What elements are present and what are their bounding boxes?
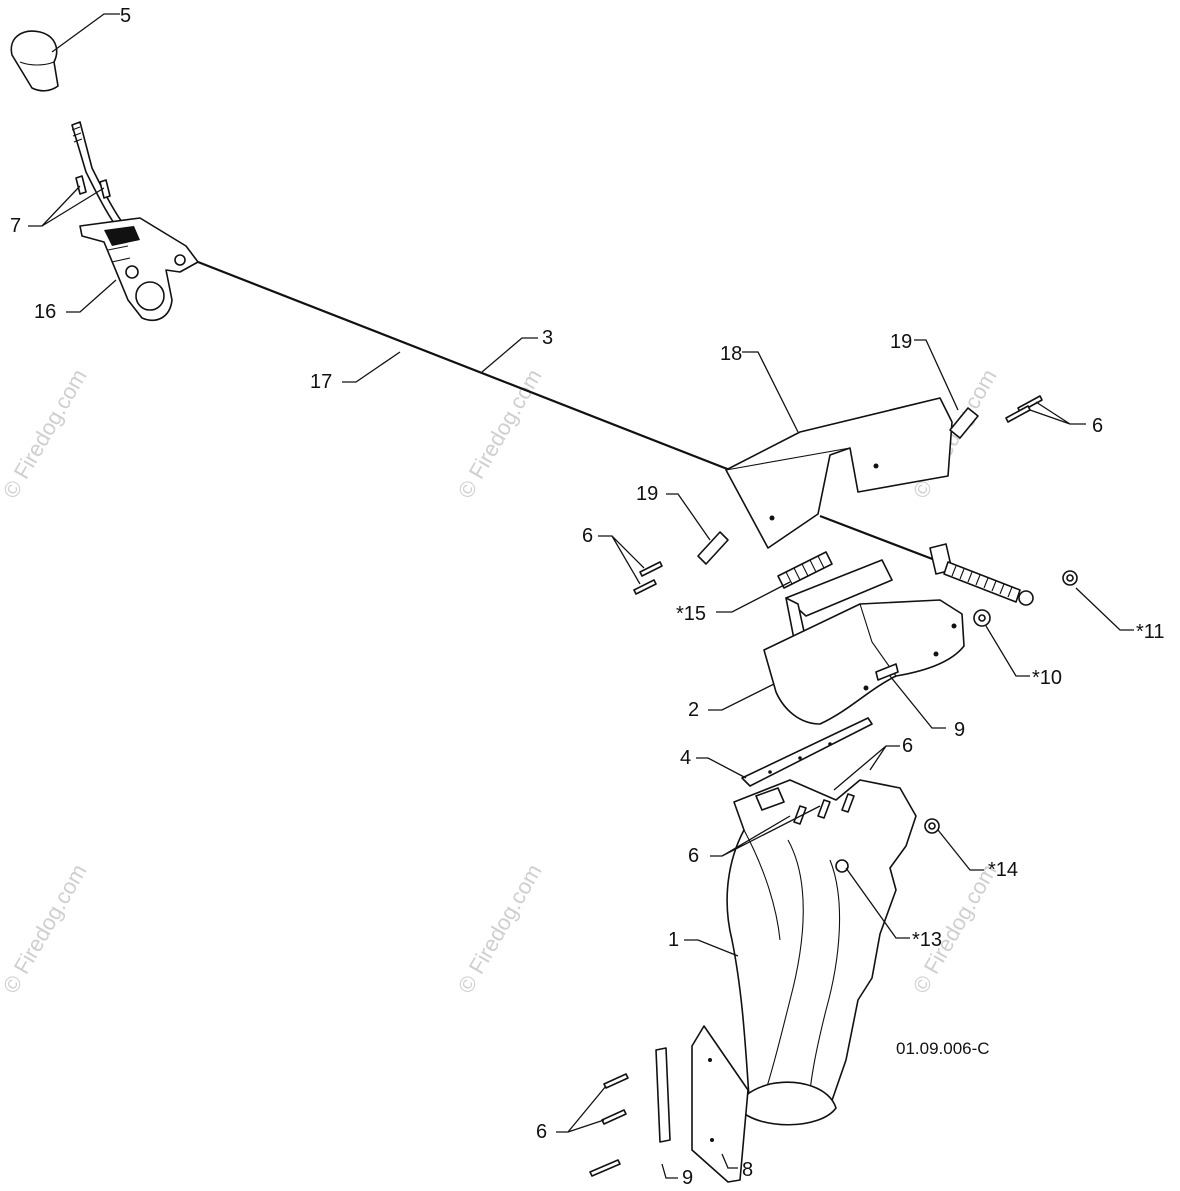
callout-2: 2 — [688, 699, 699, 721]
part-2-deflector — [763, 559, 965, 725]
callout-3: 3 — [542, 327, 553, 349]
watermark-center: © Firedog.com — [453, 365, 547, 503]
callout-1: 1 — [668, 929, 679, 951]
callout-10: 9 — [954, 719, 965, 741]
callout-6-upper-chute: 6 — [902, 735, 913, 757]
callout-7: 7 — [10, 215, 21, 237]
cable — [197, 260, 936, 562]
part-19-plates — [697, 407, 979, 565]
watermark-center-bottom: © Firedog.com — [453, 860, 547, 998]
watermark-left-bottom: © Firedog.com — [0, 860, 92, 998]
callout-4: 4 — [680, 747, 691, 769]
part-18-cover — [725, 397, 953, 549]
callout-16: 16 — [34, 301, 56, 323]
part-4-strip — [741, 717, 873, 787]
callout-5: 5 — [120, 5, 131, 27]
drawing-code: 01.09.006-C — [896, 1039, 990, 1058]
part-14-nut — [924, 818, 940, 834]
leader-lines — [28, 13, 1134, 1179]
part-1-chute — [726, 779, 917, 1126]
callout-6-mid-left: 6 — [582, 525, 593, 547]
part-5-knob — [10, 30, 59, 92]
part-8-strip — [691, 1025, 749, 1183]
part-12-nut — [1062, 570, 1078, 586]
part-11-washer — [973, 609, 991, 627]
callout-6-left-chute: 6 — [688, 845, 699, 867]
part-6-rivets-bottom — [589, 793, 855, 1177]
part-16-shift-lever — [71, 121, 199, 322]
cable-threaded-end — [929, 543, 1034, 606]
watermark-left-top: © Firedog.com — [0, 365, 92, 503]
callout-18: 18 — [720, 343, 742, 365]
callouts: 5 7 16 17 3 18 19 6 19 6 *15 *11 *10 9 2… — [10, 5, 1165, 1189]
callout-13: *13 — [912, 929, 942, 951]
callout-6-bottom: 6 — [536, 1121, 547, 1143]
callout-11: *10 — [1032, 667, 1062, 689]
part-15-spring — [777, 551, 833, 589]
callout-6-top-right: 6 — [1092, 415, 1103, 437]
callout-19-top: 19 — [890, 331, 912, 353]
part-7-screws — [75, 175, 111, 199]
callout-8: 8 — [742, 1159, 753, 1181]
callout-17: 17 — [310, 371, 332, 393]
callout-19-mid: 19 — [636, 483, 658, 505]
callout-15: *15 — [676, 603, 706, 625]
part-9-strip — [655, 1047, 671, 1143]
part-6-rivets-top — [633, 395, 1043, 595]
callout-9: 9 — [682, 1167, 693, 1189]
callout-14: *14 — [988, 859, 1018, 881]
callout-12: *11 — [1136, 621, 1165, 643]
